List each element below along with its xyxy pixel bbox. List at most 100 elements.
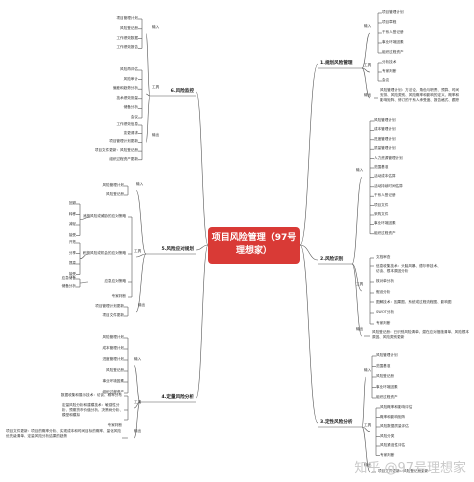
b2-tools-item: 图解技术：因果图、系统或过程流程图、影响图 [376,300,452,304]
sub-connector [135,190,147,255]
b2-tools-item: 信息收集技术：头脑风暴、德尔菲技术、访谈、根本原因分析 [376,264,441,273]
b1-tools-label: 工具 [364,63,372,67]
b6-tools-item: 风险再评估 [120,67,138,71]
b1-output-label: 输出 [364,93,372,97]
b4-output-label: 输出 [134,429,142,433]
b2-output-label: 输出 [356,327,364,331]
b3-tools-item: 概率和影响矩阵 [380,414,406,419]
sub-connector [79,216,91,221]
b2-input-item: 范围基准 [374,165,389,169]
sub-connector [351,263,363,292]
b6-output-item: 变更请求 [123,130,138,135]
b3-tools-item: 风险数据质量评估 [380,424,409,428]
b5-output-item: 项目文件更新 [102,313,124,317]
b3-tools-item: 风险紧迫性评估 [380,443,406,447]
b5-threat-item: 接受 [68,232,76,237]
b3-input-item: 组织过程资产 [376,395,398,399]
b2-input-item: 进度管理计划 [374,136,396,141]
branch-connector [195,244,209,399]
sub-connector [133,401,141,439]
b5-tools-item: 积极风险或机会的应对策略 [82,251,126,255]
b5-opp-item: 开拓 [68,240,76,244]
branch-connector [195,244,209,251]
b2-tools-item: 核对单分析 [376,279,394,283]
b2-input-item: 干系人登记册 [374,193,396,198]
b3-tools-label: 工具 [364,422,372,427]
b6-tools-item: 会议 [130,115,138,119]
b6-tools-item: 风险审计 [123,76,138,81]
sub-connector [361,67,371,99]
b6-input-item: 工作绩效报告 [116,45,138,50]
b6-output-label: 输出 [152,133,160,138]
branch-b1[interactable]: 1.规划风险管理 [320,61,353,66]
b2-tools-item: SWOT分析 [376,310,395,314]
b5-contingency-item: 储备分析 [61,284,76,288]
b1-input-item: 项目管理计划 [382,10,404,14]
b6-input-label: 输入 [152,24,160,29]
sub-connector [361,426,371,473]
b3-tools-item: 风险概率和影响评估 [380,405,413,409]
b4-input-item: 成本管理计划 [102,346,124,350]
b5-tools-item: 专家判断 [111,294,126,298]
branch-b6[interactable]: 6.风险监控 [170,89,194,94]
branch-connector [299,244,319,424]
sub-connector [145,95,151,143]
branch-connector [195,91,209,246]
b5-threat-item: 转移 [68,211,76,216]
sub-connector [361,67,371,73]
b3-input-label: 输入 [364,368,372,372]
b2-input-item: 活动持续时间估算 [374,183,403,188]
b2-input-item: 成本管理计划 [374,127,396,132]
b6-output-item: 项目文件更新：风险登记册 [94,148,138,153]
b1-input-item: 项目章程 [382,20,397,24]
b6-input-item: 项目管理计划 [116,16,138,20]
b5-input-item: 风险管理计划 [102,183,124,187]
b5-input-item: 风险登记册 [106,192,124,196]
b2-input-label: 输入 [356,168,364,173]
b2-input-item: 活动成本估算 [374,174,396,179]
b6-tools-label: 工具 [152,85,160,89]
b1-input-item: 干系人登记册 [382,30,404,34]
b4-input-item: 风险登记册 [106,368,124,372]
watermark: 知乎 @97号理想家 [354,461,466,476]
b6-input-item: 风险登记册 [120,25,138,30]
b4-tools-label: 工具 [134,400,142,404]
sub-connector [145,93,151,97]
b3-output-item: 项目文件更新：风险登记册更新 [378,469,429,473]
b5-opp-item: 接受 [68,271,76,276]
b2-input-item: 项目文件 [374,202,389,207]
b1-output-item: 风险管理计划：方法论、角色与职责、预算、时间安排、风险类别、风险概率和影响的定义… [380,88,460,102]
b5-threat-item: 减轻 [68,222,76,226]
central-topic-line2: 理想家） [235,246,272,256]
b5-contingency-item: 应急储备 [61,276,76,280]
b3-input-item: 事业环境因素 [376,384,398,389]
b5-tools-item: 应急应对策略 [104,279,126,283]
central-topic[interactable]: 项目风险管理（97号 理想家） [208,227,300,264]
b2-input-item: 采购文件 [374,212,389,216]
b3-input-item: 范围基准 [376,363,391,368]
b1-input-label: 输入 [364,24,372,28]
branch-b3[interactable]: 3.定性风险分析 [320,420,353,425]
b4-tools-item: 专家判断 [107,423,122,427]
central-topic-line1: 项目风险管理（97号 [211,233,297,243]
branch-b2[interactable]: 2.风险识别 [320,257,344,262]
b3-output-label: 输出 [364,463,372,467]
sub-connector [145,33,151,97]
b4-input-item: 风险管理计划 [102,335,124,339]
b2-input-item: 质量管理计划 [374,146,396,151]
b4-output-item: 项目文件更新：项目的概率分析、实现成本和时间目标的概率、量化风险优先级清单、定量… [6,429,121,438]
b2-tools-label: 工具 [356,282,364,286]
branch-b4[interactable]: 4.定量风险分析 [161,395,194,400]
branch-b5[interactable]: 5.风险应对规划 [161,247,194,252]
b6-input-item: 工作绩效数据 [116,35,138,40]
sub-connector [133,401,141,409]
b1-tools-item: 专家判断 [382,69,397,73]
branch-connector [299,244,319,261]
b2-input-item: 组织过程资产 [374,230,396,235]
b4-tools-item: 数据收集和展示技术：访谈、概率分布 [60,393,122,397]
b3-tools-item: 风险分类 [380,433,395,438]
sub-connector [351,263,363,337]
b1-input-item: 组织过程资产 [382,50,404,54]
b5-threat-item: 回避 [68,201,76,205]
